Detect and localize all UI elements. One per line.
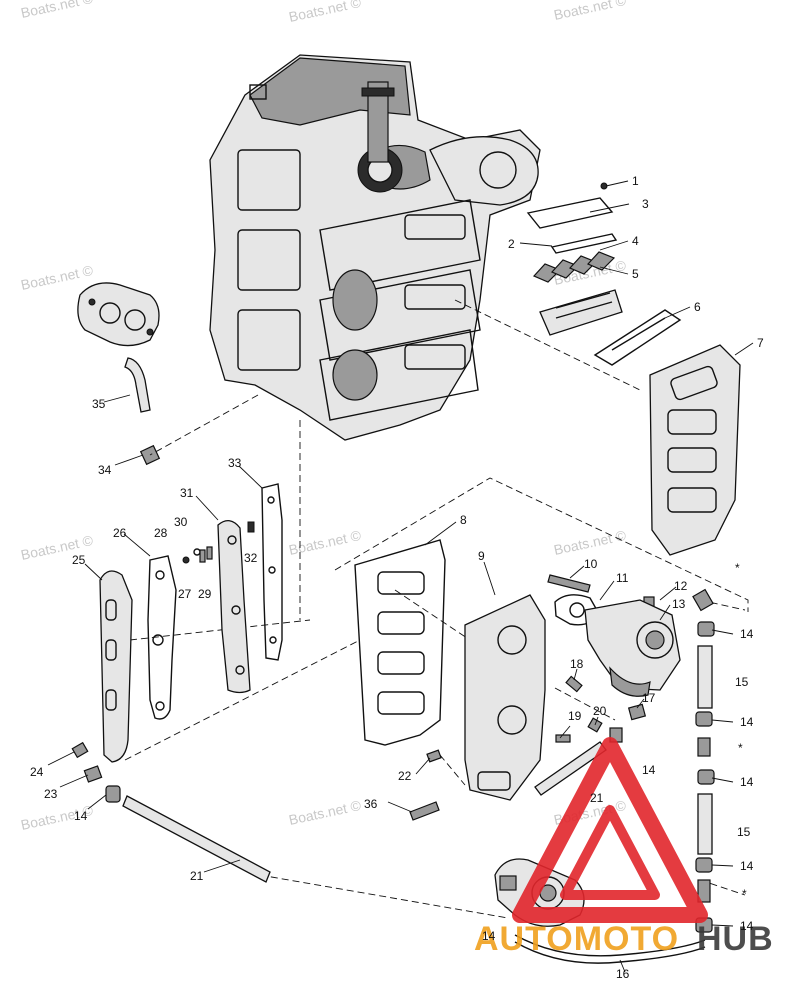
logo-text-hub: HUB (697, 920, 774, 958)
callout-label: 14 (740, 919, 754, 933)
callout-label: 4 (632, 234, 639, 248)
callout-label: 27 (178, 587, 192, 601)
bolt-19 (555, 734, 571, 743)
callout-label: 22 (398, 769, 412, 783)
fitting-17 (627, 703, 647, 721)
callout-label: 18 (570, 657, 584, 671)
plate-31 (217, 520, 251, 694)
hose-35 (124, 357, 151, 413)
callout-label: 14 (642, 763, 656, 777)
callout-label: 30 (174, 515, 188, 529)
watermark: Boats.net © (19, 262, 95, 293)
intake-manifold-9 (464, 594, 546, 801)
callout-label: 7 (757, 336, 764, 350)
washer-28 (193, 548, 201, 556)
callout-label: 21 (590, 791, 604, 805)
stud-10 (547, 574, 591, 593)
clip-29 (199, 549, 206, 563)
fuel-line-16 (514, 934, 706, 964)
callout-label: * (742, 887, 747, 901)
gasket-33 (261, 483, 283, 661)
callout-label: 35 (92, 397, 106, 411)
gasket-26 (147, 555, 177, 720)
callout-label: 15 (737, 825, 751, 839)
callout-label: 28 (154, 526, 168, 540)
watermark: Boats.net © (19, 0, 95, 21)
callout-label: 12 (674, 579, 688, 593)
callout-label: 14 (74, 809, 88, 823)
callout-label: 24 (30, 765, 44, 779)
callout-label: 3 (642, 197, 649, 211)
screw-24 (71, 741, 89, 759)
callout-label: 19 (568, 709, 582, 723)
callout-label: 11 (616, 571, 629, 585)
gasket-8 (354, 539, 446, 746)
watermark: Boats.net © (287, 527, 363, 558)
callout-label: 10 (584, 557, 598, 571)
stud-36 (409, 801, 440, 821)
clamp-14 (105, 785, 121, 803)
clip-30 (206, 546, 213, 560)
fitting-23 (83, 765, 103, 783)
callout-label: 15 (735, 675, 749, 689)
callout-label: 5 (632, 267, 639, 281)
callout-label: 21 (190, 869, 204, 883)
callout-label: 20 (593, 704, 607, 718)
callout-label: 13 (672, 597, 686, 611)
screw-22 (426, 749, 442, 763)
callout-label: 14 (740, 859, 754, 873)
callout-label: * (735, 561, 740, 575)
callout-label: 31 (180, 486, 194, 500)
bolt-32 (247, 521, 255, 533)
callout-label: 25 (72, 553, 86, 567)
callout-label: 2 (508, 237, 515, 251)
automotohub-logo: AUTOMOTO HUB (474, 737, 774, 958)
bolt-18 (565, 675, 583, 693)
watermark: Boats.net © (287, 0, 363, 25)
watermark: Boats.net © (552, 0, 628, 23)
callout-label: 14 (482, 929, 496, 943)
callout-labels: 1 2 3 4 5 6 7 8 9 10 11 12 13 14 15 14 *… (30, 174, 764, 981)
callout-label: 34 (98, 463, 112, 477)
leader-lines (47, 180, 754, 973)
logo-text-automoto: AUTOMOTO (474, 920, 679, 958)
callout-label: 17 (642, 691, 656, 705)
hose-21-left (122, 795, 271, 883)
callout-label: 29 (198, 587, 212, 601)
callout-label: 32 (244, 551, 258, 565)
watermark: Boats.net © (287, 797, 363, 828)
callout-label: 33 (228, 456, 242, 470)
callout-label: 14 (740, 715, 754, 729)
watermark: Boats.net © (552, 527, 628, 558)
callout-label: 36 (364, 797, 378, 811)
callout-label: 26 (113, 526, 127, 540)
callout-label: 6 (694, 300, 701, 314)
plate-25 (99, 570, 133, 763)
bolt-27 (182, 556, 190, 564)
fuel-line-column (692, 588, 715, 933)
assembly-lines (124, 299, 749, 919)
callout-label: 8 (460, 513, 467, 527)
callout-label: 16 (616, 967, 630, 981)
callout-label: 23 (44, 787, 58, 801)
callout-label: 14 (740, 775, 754, 789)
callout-label: 1 (632, 174, 639, 188)
carburetor-13 (584, 599, 681, 697)
reed-valve-parts (526, 182, 741, 556)
callout-label: 9 (478, 549, 485, 563)
cylinder-block (209, 54, 541, 441)
callout-label: * (738, 741, 743, 755)
callout-label: 14 (740, 627, 754, 641)
thermostat-cover (77, 282, 160, 347)
